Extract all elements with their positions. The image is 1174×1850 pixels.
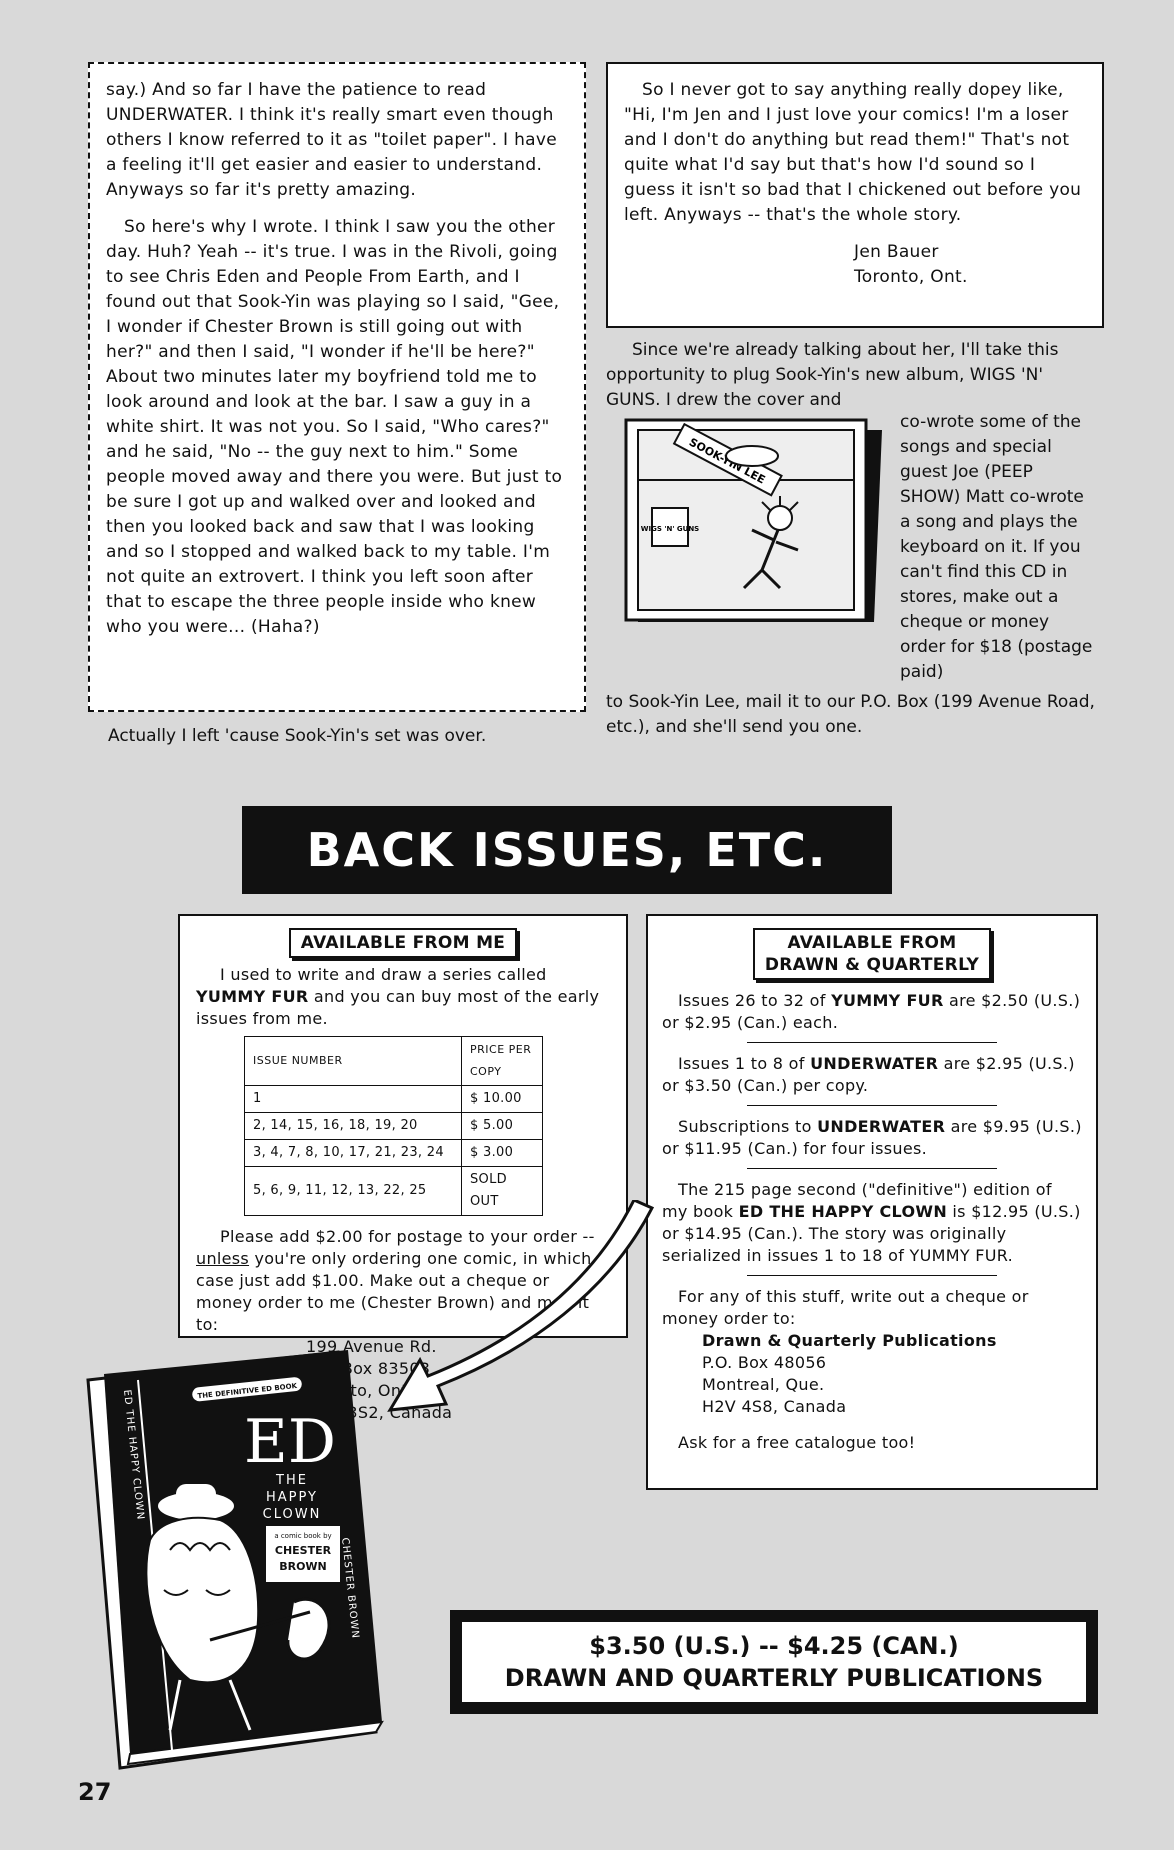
price-cell: $ 3.00 — [461, 1139, 543, 1167]
arrow-to-book — [387, 1200, 655, 1412]
table-row: 2, 14, 15, 16, 18, 19, 20 $ 5.00 — [244, 1112, 543, 1140]
dq-label-line-1: AVAILABLE FROM — [787, 933, 957, 953]
signoff-name: Jen Bauer — [854, 242, 939, 262]
table-row: 3, 4, 7, 8, 10, 17, 21, 23, 24 $ 3.00 — [244, 1139, 543, 1167]
issues-table: ISSUE NUMBER PRICE PER COPY 1 $ 10.00 2,… — [244, 1036, 543, 1216]
table-row: 5, 6, 9, 11, 12, 13, 22, 25 SOLD OUT — [244, 1166, 543, 1216]
dq-p1-c: are $2.50 (U.S.) or $2.95 (Can.) each. — [662, 991, 1081, 1032]
publisher-line: DRAWN AND QUARTERLY PUBLICATIONS — [504, 1664, 1044, 1692]
dq-p3-c: are $9.95 (U.S.) or $11.95 (Can.) for fo… — [662, 1117, 1082, 1158]
dq-underwater: Issues 1 to 8 of UNDERWATER are $2.95 (U… — [662, 1053, 1082, 1097]
plug-outro: to Sook-Yin Lee, mail it to our P.O. Box… — [606, 692, 1095, 737]
dq-publisher: Drawn & Quarterly Publications — [702, 1330, 1082, 1352]
cd-illustration: SOOK-YIN LEE WIGS 'N' GUNS — [624, 418, 882, 622]
page-number: 27 — [78, 1778, 112, 1806]
dq-p4-a: The 215 page second ("definitive") editi… — [662, 1180, 1052, 1221]
letter-paragraph-1: say.) And so far I have the patience to … — [106, 80, 557, 200]
address-line: H2V 4S8, Canada — [702, 1397, 847, 1416]
price-cell: SOLD OUT — [461, 1166, 543, 1216]
letter-continued: So I never got to say anything really do… — [624, 80, 1082, 225]
letter-paragraph-2: So here's why I wrote. I think I saw you… — [106, 217, 563, 637]
book-subtitle-1: THE — [275, 1473, 308, 1488]
issues-cell: 3, 4, 7, 8, 10, 17, 21, 23, 24 — [244, 1139, 462, 1167]
price-box: $3.50 (U.S.) -- $4.25 (CAN.) DRAWN AND Q… — [450, 1610, 1098, 1714]
price-line: $3.50 (U.S.) -- $4.25 (CAN.) — [589, 1632, 959, 1660]
available-from-me-label: AVAILABLE FROM ME — [288, 928, 518, 958]
dq-p4-c: is $12.95 (U.S.) or $14.95 (Can.). The s… — [662, 1202, 1081, 1265]
dq-p3-a: Subscriptions to — [678, 1117, 812, 1136]
postage-unless: unless — [196, 1249, 250, 1268]
dq-order-instructions: For any of this stuff, write out a chequ… — [662, 1287, 1029, 1328]
postage-text-b: you're only ordering one comic, in which… — [196, 1249, 592, 1334]
letter-box: say.) And so far I have the patience to … — [88, 62, 586, 712]
author-reply: Actually I left 'cause Sook-Yin's set wa… — [108, 726, 487, 746]
postage-text: Please add $2.00 for postage to your ord… — [196, 1226, 610, 1336]
postage-text-a: Please add $2.00 for postage to your ord… — [220, 1227, 595, 1246]
banner-title: BACK ISSUES, ETC. — [306, 823, 828, 877]
issues-cell: 1 — [244, 1085, 462, 1113]
price-inner: $3.50 (U.S.) -- $4.25 (CAN.) DRAWN AND Q… — [462, 1622, 1086, 1702]
available-from-dq-label: AVAILABLE FROM DRAWN & QUARTERLY — [752, 928, 992, 980]
dq-publisher-name: Drawn & Quarterly Publications — [702, 1331, 997, 1350]
ed-book-illustration: THE DEFINITIVE ED BOOK ED THE HAPPY CLOW… — [86, 1350, 384, 1770]
price-cell: $ 10.00 — [461, 1085, 543, 1113]
plug-intro: Since we're already talking about her, I… — [606, 340, 1059, 410]
issues-col-header: ISSUE NUMBER — [244, 1036, 462, 1086]
dq-p2-a: Issues 1 to 8 of — [678, 1054, 805, 1073]
divider — [747, 1275, 997, 1276]
from-me-intro-a: I used to write and draw a series called — [220, 965, 547, 984]
divider — [747, 1168, 997, 1169]
from-me-series-name: YUMMY FUR — [196, 987, 309, 1006]
from-me-intro: I used to write and draw a series called… — [196, 964, 610, 1030]
dq-p4-title: ED THE HAPPY CLOWN — [738, 1202, 948, 1221]
dq-p1-title: YUMMY FUR — [831, 991, 944, 1010]
dq-label-line-2: DRAWN & QUARTERLY — [764, 955, 980, 975]
dq-ed-book: The 215 page second ("definitive") editi… — [662, 1179, 1082, 1267]
letter-continued-box: So I never got to say anything really do… — [606, 62, 1104, 328]
book-subtitle-3: CLOWN — [263, 1507, 322, 1522]
dq-p2-title: UNDERWATER — [810, 1054, 939, 1073]
dq-yummy-fur: Issues 26 to 32 of YUMMY FUR are $2.50 (… — [662, 990, 1082, 1034]
book-byline-small: a comic book by — [274, 1532, 331, 1540]
available-from-me-box: AVAILABLE FROM ME I used to write and dr… — [178, 914, 628, 1422]
table-row: 1 $ 10.00 — [244, 1085, 543, 1113]
divider — [747, 1042, 997, 1043]
issues-cell: 5, 6, 9, 11, 12, 13, 22, 25 — [244, 1166, 462, 1216]
cd-sign-text: WIGS 'N' GUNS — [641, 525, 699, 533]
dq-p2-c: are $2.95 (U.S.) or $3.50 (Can.) per cop… — [662, 1054, 1075, 1095]
price-cell: $ 5.00 — [461, 1112, 543, 1140]
plug-side: co-wrote some of the songs and special g… — [900, 412, 1093, 682]
from-me-intro-c: and you can buy most of the early issues… — [196, 987, 600, 1028]
signoff-place: Toronto, Ont. — [854, 267, 968, 287]
book-title: ED — [244, 1407, 336, 1477]
book-subtitle-2: HAPPY — [266, 1490, 318, 1505]
issues-cell: 2, 14, 15, 16, 18, 19, 20 — [244, 1112, 462, 1140]
dq-catalogue: Ask for a free catalogue too! — [678, 1433, 916, 1452]
address-line: Montreal, Que. — [702, 1375, 825, 1394]
book-byline-1: CHESTER — [275, 1544, 332, 1557]
address-line: P.O. Box 48056 — [702, 1353, 827, 1372]
back-issues-banner: BACK ISSUES, ETC. — [242, 806, 892, 894]
available-from-dq-box: AVAILABLE FROM DRAWN & QUARTERLY Issues … — [646, 914, 1098, 1490]
book-byline-2: BROWN — [279, 1560, 327, 1573]
dq-subscriptions: Subscriptions to UNDERWATER are $9.95 (U… — [662, 1116, 1082, 1160]
price-col-header: PRICE PER COPY — [461, 1036, 543, 1086]
dq-p1-a: Issues 26 to 32 of — [678, 991, 826, 1010]
dq-p3-title: UNDERWATER — [817, 1117, 946, 1136]
divider — [747, 1105, 997, 1106]
